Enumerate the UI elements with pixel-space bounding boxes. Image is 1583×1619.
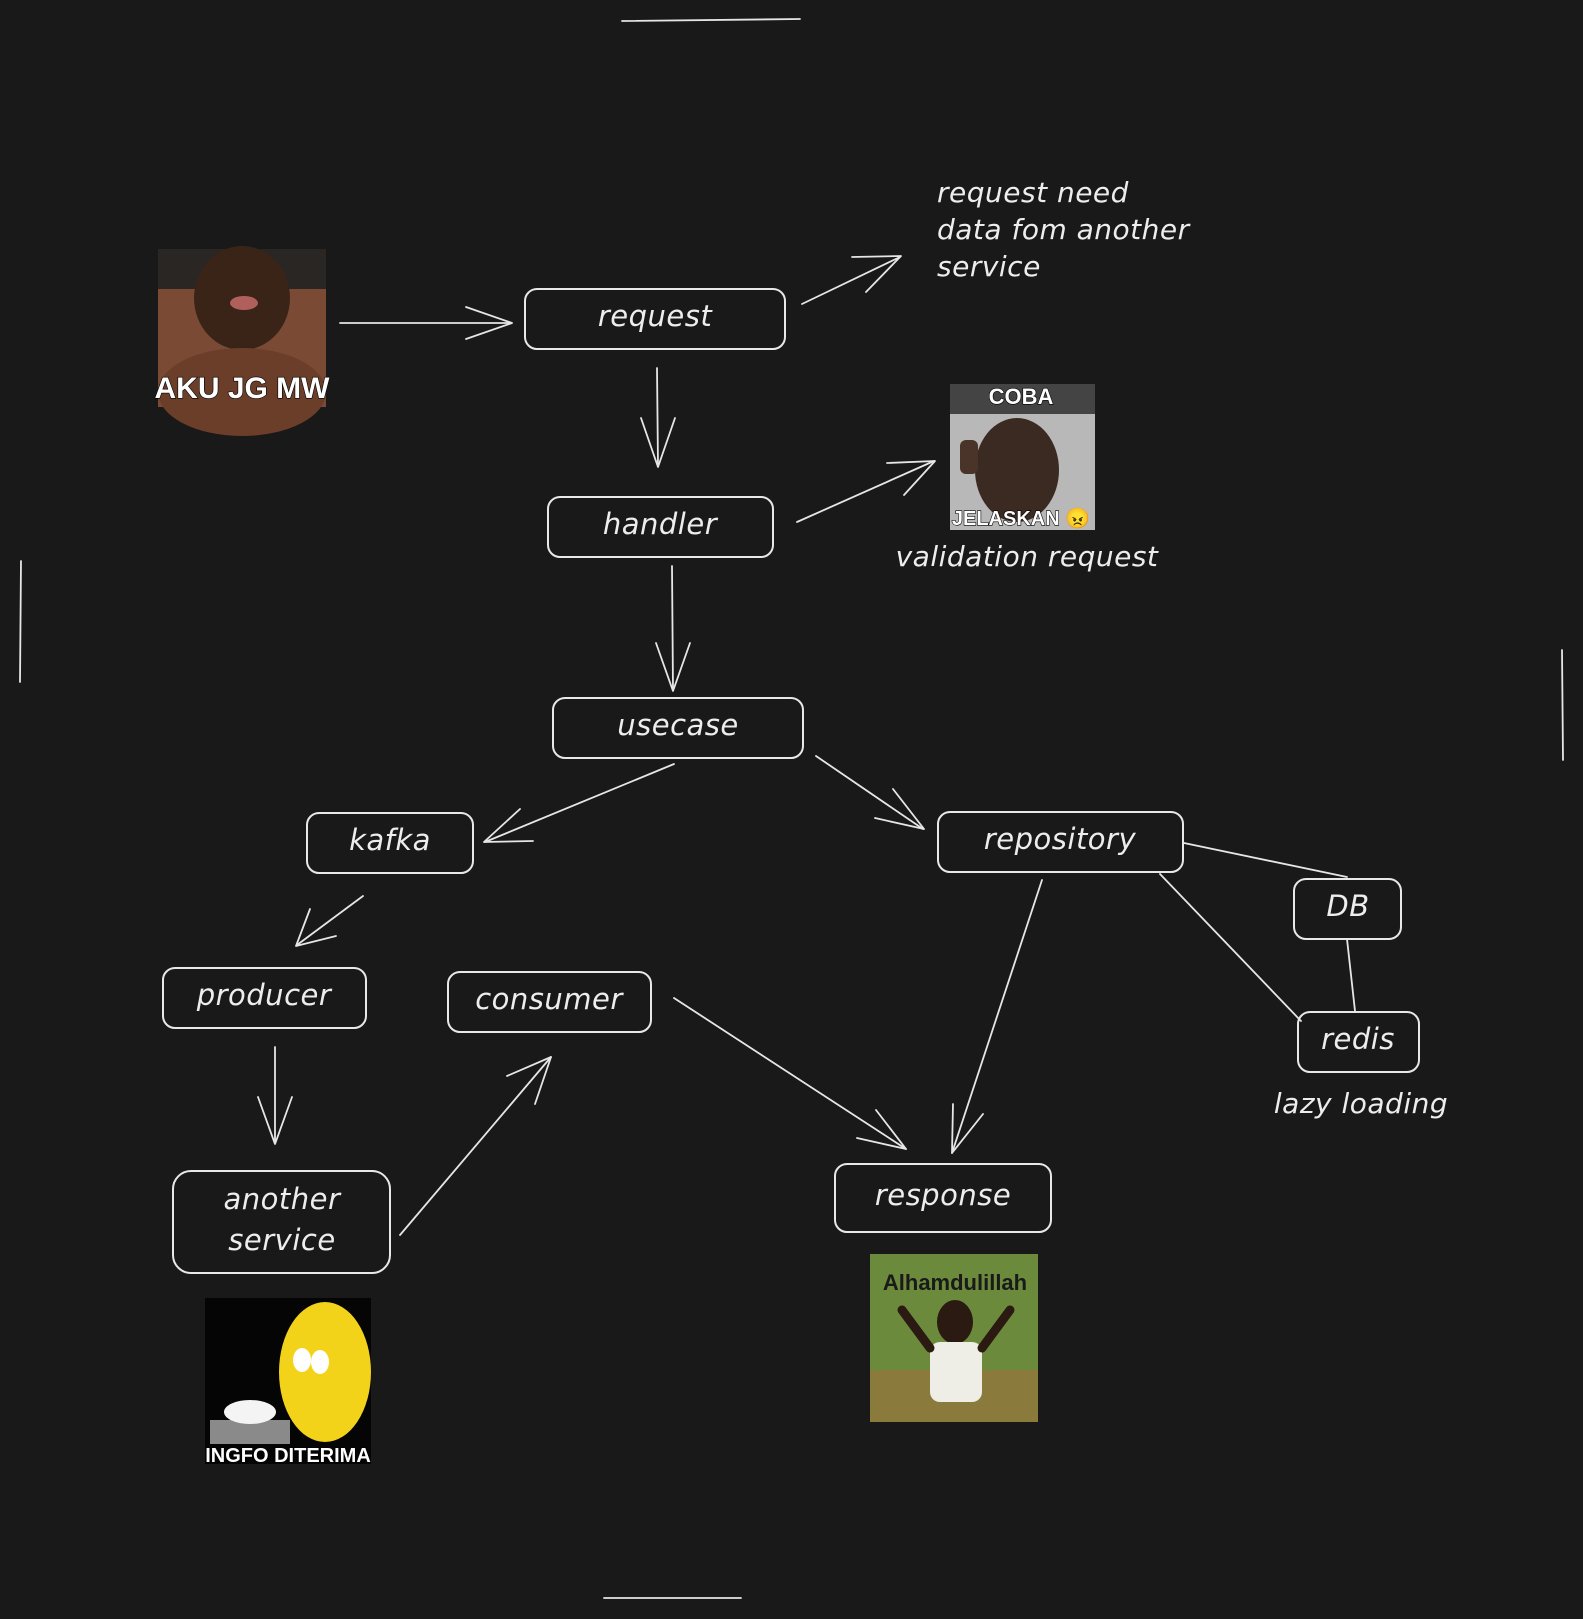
node-another-service-line1: another bbox=[224, 1182, 342, 1216]
stray-lines bbox=[19, 18, 1564, 1599]
edge-request-to-note bbox=[801, 255, 902, 305]
node-redis-label: redis bbox=[1321, 1022, 1395, 1056]
edges bbox=[257, 255, 1356, 1236]
edge-request-to-handler bbox=[640, 367, 676, 468]
node-consumer[interactable]: consumer bbox=[447, 971, 652, 1033]
node-repository-label: repository bbox=[984, 822, 1137, 856]
edge-meme-to-request bbox=[339, 306, 513, 340]
node-kafka-label: kafka bbox=[349, 823, 431, 857]
node-db-label: DB bbox=[1326, 889, 1369, 923]
meme-alhamdulillah-image: Alhamdulillah bbox=[870, 1254, 1038, 1422]
edge-usecase-to-repository bbox=[815, 755, 925, 830]
node-producer[interactable]: producer bbox=[162, 967, 367, 1029]
node-response[interactable]: response bbox=[834, 1163, 1052, 1233]
edge-usecase-to-kafka bbox=[483, 763, 675, 843]
edge-db-redis bbox=[1346, 938, 1356, 1012]
node-db[interactable]: DB bbox=[1293, 878, 1402, 940]
node-request[interactable]: request bbox=[524, 288, 786, 350]
node-another-service-line2: service bbox=[228, 1223, 335, 1257]
edge-repository-db bbox=[1183, 842, 1348, 878]
node-another-service[interactable]: another service bbox=[172, 1170, 391, 1274]
note-lazy-loading: lazy loading bbox=[1274, 1087, 1448, 1120]
meme-coba-caption-bottom: JELASKAN 😠 bbox=[952, 507, 1090, 530]
meme-aku-jg-mw-caption: AKU JG MW bbox=[155, 372, 331, 405]
edge-kafka-to-producer bbox=[295, 895, 364, 947]
edge-repository-redis bbox=[1159, 873, 1302, 1022]
edge-repository-to-response bbox=[951, 879, 1043, 1154]
edge-handler-to-coba bbox=[796, 460, 936, 523]
node-redis[interactable]: redis bbox=[1297, 1011, 1420, 1073]
node-kafka[interactable]: kafka bbox=[306, 812, 474, 874]
note-request-need: request need data fom another service bbox=[937, 176, 1191, 283]
edge-consumer-to-response bbox=[673, 997, 907, 1150]
node-repository[interactable]: repository bbox=[937, 811, 1184, 873]
meme-coba-caption-top: COBA bbox=[989, 384, 1054, 409]
node-request-label: request bbox=[598, 299, 714, 333]
meme-ingfo-caption: INGFO DITERIMA bbox=[205, 1445, 371, 1467]
node-response-label: response bbox=[875, 1178, 1011, 1212]
node-handler[interactable]: handler bbox=[547, 496, 774, 558]
note-request-need-line1: request need bbox=[937, 176, 1129, 209]
note-request-need-line2: data fom another bbox=[937, 213, 1191, 246]
note-validation-request: validation request bbox=[896, 540, 1159, 573]
node-consumer-label: consumer bbox=[475, 982, 624, 1016]
node-usecase-label: usecase bbox=[617, 708, 739, 742]
meme-alhamdulillah-caption: Alhamdulillah bbox=[883, 1270, 1027, 1295]
meme-coba-jelaskan-image: COBA JELASKAN 😠 bbox=[950, 383, 1095, 531]
node-usecase[interactable]: usecase bbox=[552, 697, 804, 759]
node-handler-label: handler bbox=[603, 507, 719, 541]
note-request-need-line3: service bbox=[937, 250, 1041, 283]
edge-another-service-to-consumer bbox=[399, 1056, 552, 1236]
node-producer-label: producer bbox=[196, 978, 333, 1012]
edge-handler-to-usecase bbox=[655, 565, 691, 692]
edge-producer-to-another-service bbox=[257, 1046, 293, 1145]
meme-aku-jg-mw-image: AKU JG MW bbox=[154, 246, 331, 436]
meme-ingfo-diterima-image: INGFO DITERIMA bbox=[205, 1298, 371, 1468]
